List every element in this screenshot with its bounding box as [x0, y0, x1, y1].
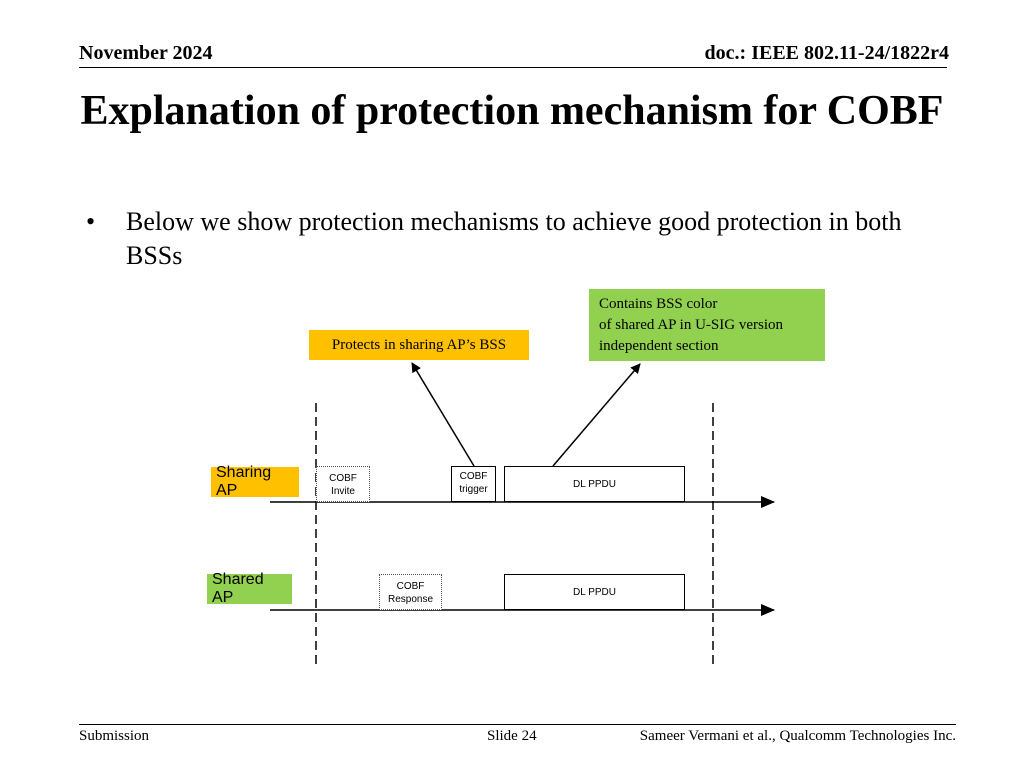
cobf-response-line-1: COBF — [396, 581, 425, 592]
cobf-invite-frame: COBF Invite — [316, 466, 370, 502]
header-doc-id: doc.: IEEE 802.11-24/1822r4 — [704, 42, 949, 64]
header-date: November 2024 — [79, 42, 213, 64]
cobf-response-line-2: Response — [387, 594, 434, 605]
footer-divider — [79, 724, 956, 725]
dl-ppdu-label-sharing: DL PPDU — [573, 478, 616, 490]
footer-submission: Submission — [79, 728, 150, 744]
cobf-trigger-line-2: trigger — [459, 484, 488, 495]
cobf-invite-line-2: Invite — [331, 486, 355, 497]
dl-ppdu-frame-shared: DL PPDU — [504, 574, 685, 610]
callout-shared-line-2: of shared AP in U-SIG version — [599, 317, 784, 333]
cobf-trigger-line-1: COBF — [459, 471, 488, 482]
callout-sharing-bss: Protects in sharing AP’s BSS — [309, 330, 529, 360]
header-divider — [79, 67, 947, 68]
bullet-text: Below we show protection mechanisms to a… — [126, 207, 902, 270]
cobf-invite-line-1: COBF — [329, 473, 357, 484]
footer-slide-number: Slide 24 — [487, 728, 537, 744]
callout-sharing-text: Protects in sharing AP’s BSS — [331, 336, 507, 353]
callout-shared-bss-color: Contains BSS color of shared AP in U-SIG… — [589, 289, 825, 361]
callout-shared-line-1: Contains BSS color — [599, 296, 718, 312]
arrow-to-sharing-callout — [411, 362, 475, 467]
arrow-to-shared-callout — [552, 363, 641, 467]
sharing-ap-label: Sharing AP — [211, 464, 299, 499]
cobf-trigger-frame: COBF trigger — [451, 466, 496, 502]
dl-ppdu-frame-sharing: DL PPDU — [504, 466, 685, 502]
cobf-response-frame: COBF Response — [379, 574, 442, 610]
footer-authors: Sameer Vermani et al., Qualcomm Technolo… — [639, 728, 956, 744]
bullet-marker: • — [86, 207, 96, 236]
slide-title: Explanation of protection mechanism for … — [80, 88, 944, 134]
callout-shared-line-3: independent section — [599, 338, 719, 354]
dl-ppdu-label-shared: DL PPDU — [573, 586, 616, 598]
shared-ap-label: Shared AP — [207, 571, 292, 606]
